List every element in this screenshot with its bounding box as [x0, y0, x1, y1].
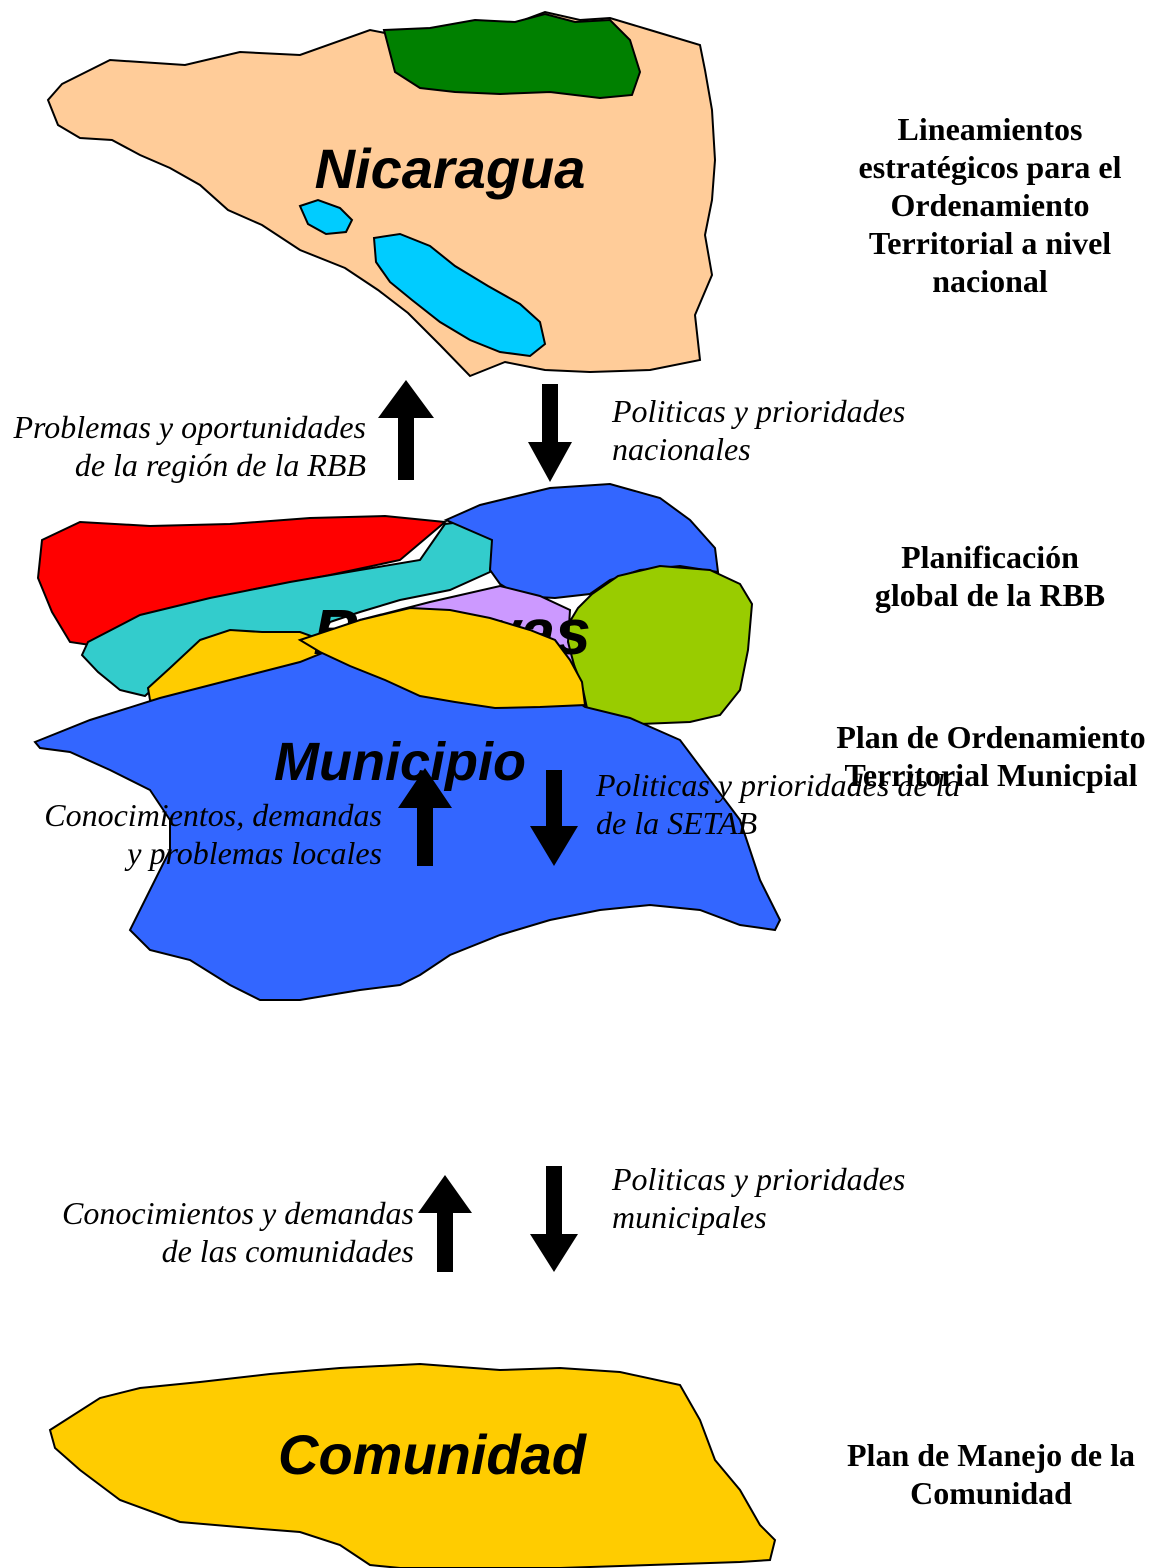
level-title-comunidad: Plan de Manejo de la Comunidad — [810, 1436, 1172, 1512]
flow-down-label-2: Politicas y prioridades de la de la SETA… — [596, 766, 960, 842]
level-title-line: Territorial a nivel — [868, 225, 1112, 261]
level-title-line: Lineamientos — [897, 111, 1083, 147]
municipio-map — [33, 606, 782, 1001]
bosawas-region-teal — [80, 518, 495, 698]
arrow-down-1 — [528, 384, 572, 482]
comunidad-label: Comunidad — [278, 1423, 588, 1486]
flow-down-label-1: Politicas y prioridades nacionales — [612, 392, 905, 468]
flow-label-line: Politicas y prioridades — [612, 393, 906, 429]
arrow-up-1 — [378, 380, 434, 480]
comunidad-outline — [48, 1362, 777, 1568]
flow-label-line: Politicas y prioridades — [612, 1161, 906, 1197]
flow-label-line: de la SETAB — [596, 805, 758, 841]
flow-label-line: Politicas y prioridades de la — [596, 767, 961, 803]
level-title-line: estratégicos para el — [858, 149, 1122, 185]
level-title-line: nacional — [932, 263, 1048, 299]
lake-nicaragua — [372, 232, 547, 358]
level-title-line: Territorial Municpial — [844, 757, 1138, 793]
level-title-line: Plan de Ordenamiento — [836, 719, 1146, 755]
comunidad-map — [48, 1362, 777, 1568]
flow-up-label-1: Problemas y oportunidades de la región d… — [13, 408, 366, 484]
nicaragua-label: Nicaragua — [315, 137, 586, 200]
level-title-line: Ordenamiento — [890, 187, 1090, 223]
level-title-municipal: Plan de Ordenamiento Territorial Municpi… — [810, 718, 1172, 794]
level-title-line: Comunidad — [910, 1475, 1072, 1511]
flow-label-line: nacionales — [612, 431, 751, 467]
flow-up-label-2: Conocimientos, demandas y problemas loca… — [44, 796, 382, 872]
level-title-rbb: Planificación global de la RBB — [820, 538, 1160, 614]
level-title-line: Planificación — [901, 539, 1079, 575]
flow-label-line: Conocimientos y demandas — [62, 1195, 414, 1231]
arrow-down-2 — [530, 770, 578, 866]
municipio-label: Municipio — [274, 732, 526, 792]
arrow-down-3 — [530, 1166, 578, 1272]
level-title-nacional: Lineamientos estratégicos para el Ordena… — [820, 110, 1160, 300]
forest-area — [382, 12, 642, 100]
flow-label-line: Conocimientos, demandas — [44, 797, 382, 833]
flow-up-label-3: Conocimientos y demandas de las comunida… — [62, 1194, 414, 1270]
lake-managua — [298, 198, 354, 236]
arrow-up-3 — [418, 1175, 472, 1272]
flow-label-line: Problemas y oportunidades — [13, 409, 366, 445]
arrow-up-2 — [398, 768, 452, 866]
flow-label-line: de la región de la RBB — [74, 447, 366, 483]
flow-down-label-3: Politicas y prioridades municipales — [612, 1160, 905, 1236]
flow-label-line: municipales — [612, 1199, 767, 1235]
arrows — [378, 380, 578, 1272]
flow-label-line: y problemas locales — [127, 835, 382, 871]
level-title-line: global de la RBB — [874, 577, 1106, 613]
municipio-area-orange — [297, 606, 587, 710]
level-title-line: Plan de Manejo de la — [847, 1437, 1135, 1473]
flow-label-line: de las comunidades — [161, 1233, 414, 1269]
nicaragua-map — [46, 10, 717, 378]
